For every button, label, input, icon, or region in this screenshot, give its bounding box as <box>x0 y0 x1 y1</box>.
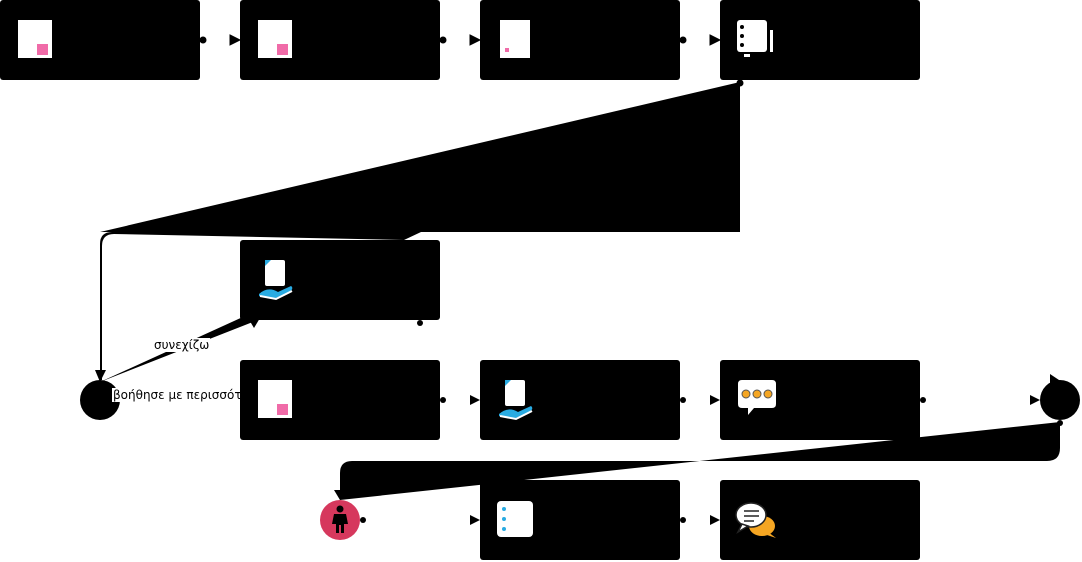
flow-node-1[interactable] <box>0 0 200 80</box>
person-icon <box>332 505 348 533</box>
document-small-icon <box>500 20 530 58</box>
row4-connectors <box>334 490 720 525</box>
row1-connectors <box>199 34 744 87</box>
merge-node[interactable] <box>1040 380 1080 420</box>
flow-node-10[interactable] <box>720 480 920 560</box>
flow-node-6[interactable] <box>240 360 440 440</box>
flow-node-4[interactable] <box>720 0 920 80</box>
document-hand-icon <box>499 380 533 421</box>
speech-bubble-dots-icon <box>738 380 776 415</box>
list-icon <box>497 501 533 537</box>
flow-node-7[interactable] <box>480 360 680 440</box>
chat-bubbles-icon <box>735 502 776 538</box>
flow-node-3[interactable] <box>480 0 680 80</box>
diagonal-connector-2 <box>340 422 1060 500</box>
edge-label-continue: συνεχίζω <box>153 338 211 352</box>
flow-node-9[interactable] <box>480 480 680 560</box>
document-pink-icon <box>258 20 292 58</box>
edge-label-more-help: βοήθησε με περισσότερα <box>112 388 240 402</box>
flow-node-5[interactable] <box>240 240 440 320</box>
edge-label-more-help-clip: βοήθησε με περισσότερα <box>112 388 240 404</box>
checklist-icon <box>737 20 773 57</box>
flow-node-2[interactable] <box>240 0 440 80</box>
flow-node-8[interactable] <box>720 360 920 440</box>
return-loop-connector-bar <box>100 82 740 232</box>
document-hand-icon <box>259 260 293 301</box>
document-pink-icon <box>18 20 52 58</box>
document-pink-icon <box>258 380 292 418</box>
end-person-node[interactable] <box>320 500 360 540</box>
